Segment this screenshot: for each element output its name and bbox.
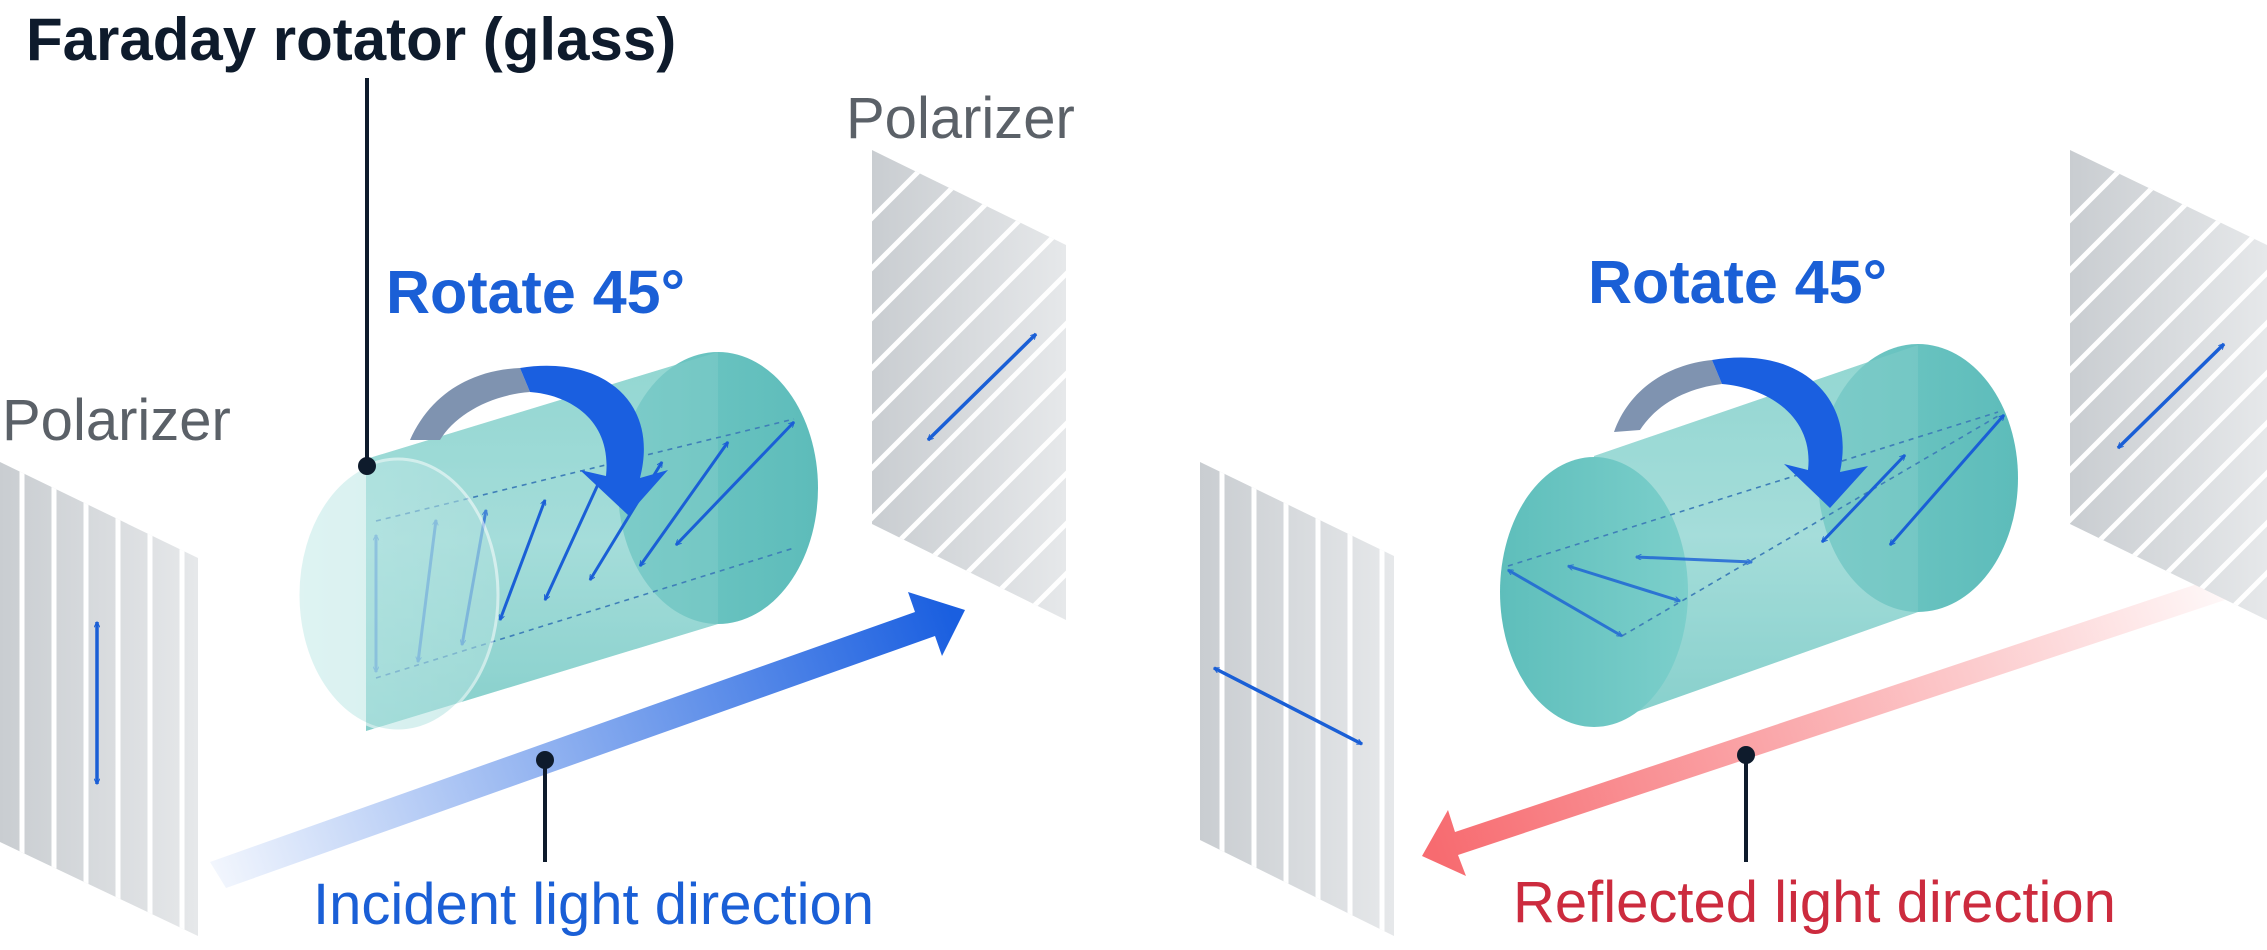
right-polarizer-diagonal: [2070, 150, 2267, 620]
incident-light-direction-label: Incident light direction: [313, 872, 874, 937]
rotation-arrow-icon-right: [1614, 357, 1868, 508]
faraday-rotator-leader-line: [358, 78, 376, 475]
polarization-arrow-diagonal: [926, 332, 1038, 442]
entry-polarizer-vertical: [0, 462, 198, 936]
faraday-rotator-title: Faraday rotator (glass): [26, 6, 677, 73]
polarization-arrow-horizontal: [1214, 666, 1362, 746]
rotation-arrow-icon: [410, 365, 668, 515]
exit-polarizer-diagonal: [872, 150, 1066, 620]
polarization-arrow-diagonal-right: [2116, 342, 2226, 450]
faraday-glass-cylinder: [296, 352, 818, 733]
reflected-polarization-arrows: [1508, 415, 2006, 638]
reflected-light-arrow: [1422, 578, 2225, 876]
faraday-glass-cylinder-reflected: [1500, 344, 2018, 727]
exit-polarizer-label: Polarizer: [846, 86, 1075, 151]
rotate-label-incident: Rotate 45°: [386, 258, 685, 326]
reflected-label-leader-line: [1737, 746, 1755, 862]
glass-entry-face: [296, 457, 500, 733]
incident-label-leader-line: [536, 751, 554, 862]
reflected-light-direction-label: Reflected light direction: [1513, 870, 2116, 935]
right-polarizer-vertical: [1200, 462, 1394, 936]
entry-polarizer-label: Polarizer: [2, 388, 231, 453]
glass-front-face: [1500, 457, 1688, 727]
rotate-label-reflected: Rotate 45°: [1588, 248, 1887, 316]
incident-light-arrow: [210, 592, 965, 888]
